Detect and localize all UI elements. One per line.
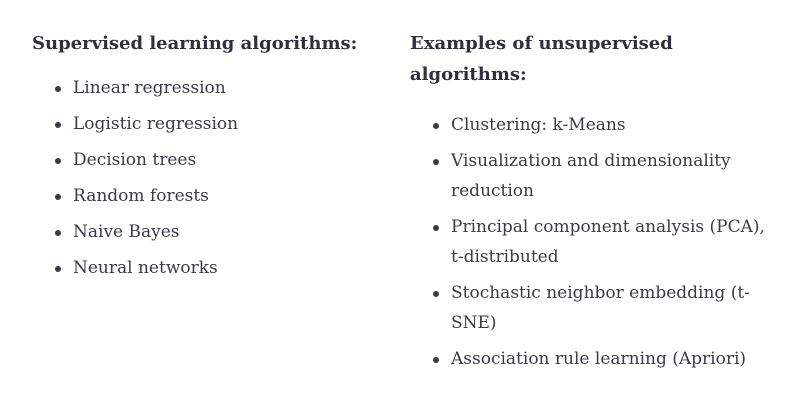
- unsupervised-column: Examples of unsupervised algorithms: Clu…: [410, 28, 770, 380]
- list-item: Naive Bayes: [32, 217, 372, 247]
- list-item: Neural networks: [32, 253, 372, 283]
- supervised-column: Supervised learning algorithms: Linear r…: [32, 28, 372, 289]
- list-item: Logistic regression: [32, 109, 372, 139]
- list-item: Clustering: k-Means: [410, 110, 770, 140]
- list-item: Random forests: [32, 181, 372, 211]
- list-item: Decision trees: [32, 145, 372, 175]
- unsupervised-heading: Examples of unsupervised algorithms:: [410, 33, 673, 85]
- supervised-heading: Supervised learning algorithms:: [32, 33, 358, 54]
- supervised-list: Linear regression Logistic regression De…: [32, 73, 372, 283]
- list-item: Association rule learning (Apriori): [410, 344, 770, 374]
- list-item: Principal component analysis (PCA), t-di…: [410, 212, 770, 272]
- list-item: Visualization and dimensionality reducti…: [410, 146, 770, 206]
- list-item: Linear regression: [32, 73, 372, 103]
- list-item: Stochastic neighbor embedding (t-SNE): [410, 278, 770, 338]
- unsupervised-list: Clustering: k-Means Visualization and di…: [410, 110, 770, 374]
